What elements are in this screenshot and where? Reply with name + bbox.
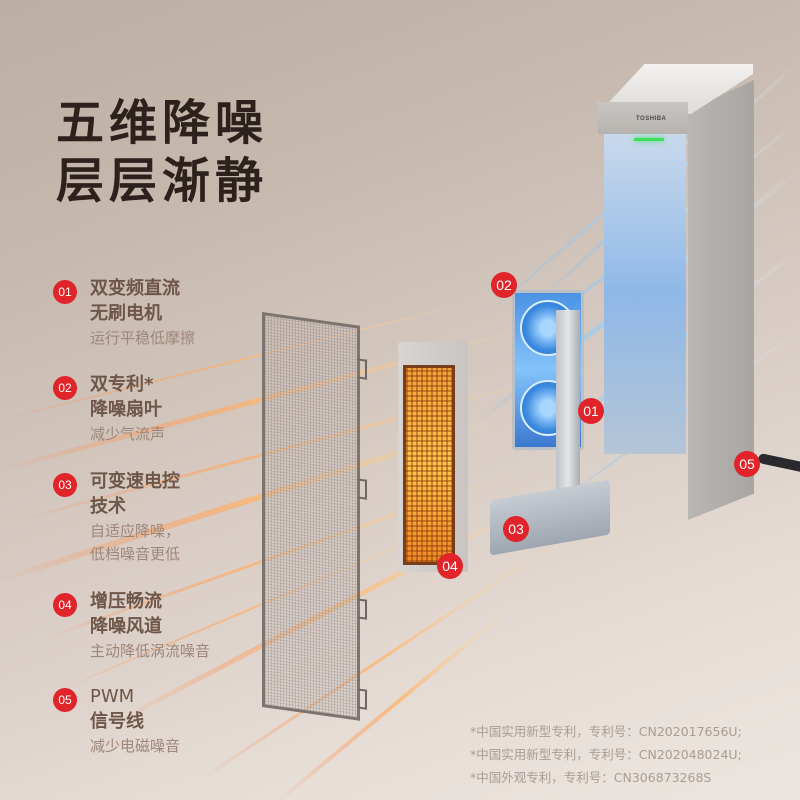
feature-title: 增压畅流 [90, 591, 162, 612]
patent-note-1: *中国实用新型专利，专利号：CN202017656U; [470, 724, 742, 739]
number-badge: 05 [53, 688, 77, 712]
feature-title: PWM [90, 686, 135, 707]
number-badge: 04 [53, 593, 77, 617]
patent-footnotes: *中国实用新型专利，专利号：CN202017656U; *中国实用新型专利，专利… [470, 720, 742, 789]
feature-description: 减少电磁噪音 [90, 737, 181, 755]
feature-description: 减少气流声 [90, 425, 166, 443]
callout-badge-speed-control: 03 [503, 516, 529, 542]
callout-badge-signal-cable: 05 [734, 451, 760, 477]
signal-cable-illustration [757, 452, 800, 474]
feature-description: 自适应降噪， [90, 522, 181, 540]
callout-badge-motor: 01 [578, 398, 604, 424]
number-badge: 02 [53, 376, 77, 400]
tower-side-panel-illustration [688, 80, 754, 520]
feature-title: 信号线 [90, 711, 144, 732]
mesh-clip [358, 688, 367, 710]
number-badge: 03 [53, 473, 77, 497]
tower-airflow-illustration [604, 134, 686, 454]
callout-badge-air-duct: 04 [437, 553, 463, 579]
feature-description: 主动降低涡流噪音 [90, 642, 211, 660]
mesh-clip [358, 598, 367, 620]
patent-note-3: *中国外观专利，专利号：CN306873268S [470, 770, 712, 785]
status-led-indicator [634, 138, 664, 141]
tower-control-head-illustration [598, 102, 688, 134]
feature-description: 运行平稳低摩擦 [90, 329, 196, 347]
feature-title: 降噪风道 [90, 616, 162, 637]
filter-mesh-panel-illustration [262, 312, 367, 721]
callout-badge-fan-blade: 02 [491, 272, 517, 298]
patent-note-2: *中国实用新型专利，专利号：CN202048024U; [470, 747, 742, 762]
feature-title: 双专利* [90, 374, 154, 395]
mesh-clip [358, 478, 367, 500]
air-duct-core-illustration [403, 365, 455, 565]
feature-title: 技术 [90, 496, 126, 517]
brand-logo: TOSHIBA [636, 116, 667, 122]
feature-title: 降噪扇叶 [90, 399, 162, 420]
feature-title: 无刷电机 [90, 303, 162, 324]
motor-column-illustration [556, 310, 580, 510]
number-badge: 01 [53, 280, 77, 304]
feature-description: 低档噪音更低 [90, 545, 181, 563]
page-title: 五维降噪 层层渐静 [56, 94, 268, 210]
headline-line-1: 五维降噪 [56, 95, 269, 151]
mesh-clip [358, 358, 367, 380]
feature-title: 双变频直流 [90, 278, 180, 299]
headline-line-2: 层层渐静 [56, 153, 269, 209]
feature-title: 可变速电控 [90, 471, 180, 492]
